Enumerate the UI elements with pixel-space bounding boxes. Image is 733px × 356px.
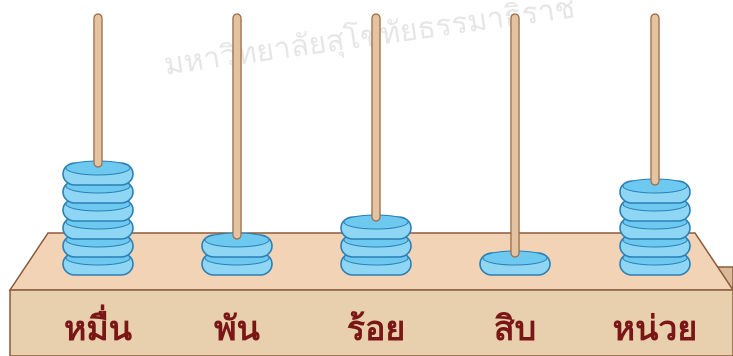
place-value-label: หมื่น <box>64 304 132 349</box>
bead <box>62 232 134 258</box>
place-value-label: พัน <box>214 309 260 349</box>
rod-column <box>62 13 134 276</box>
bead <box>340 214 412 240</box>
rod-column <box>340 13 412 276</box>
place-value-label: หน่วย <box>613 309 698 349</box>
rod-column <box>201 13 273 276</box>
rod-tip <box>93 13 103 168</box>
rod-tip <box>371 13 381 222</box>
rod-tip <box>232 13 242 240</box>
bead <box>619 178 691 204</box>
bead <box>62 160 134 186</box>
place-value-label: ร้อย <box>347 309 406 349</box>
base-front-face <box>9 289 733 356</box>
rod-tip <box>650 13 660 186</box>
bead <box>201 232 273 258</box>
place-value-label: สิบ <box>494 309 536 349</box>
rod-column <box>619 13 691 276</box>
abacus-rods <box>62 13 691 276</box>
place-value-labels: หมื่น พัน ร้อย สิบ หน่วย <box>64 304 697 349</box>
rod-tip <box>510 13 520 258</box>
rod-column <box>479 13 551 276</box>
